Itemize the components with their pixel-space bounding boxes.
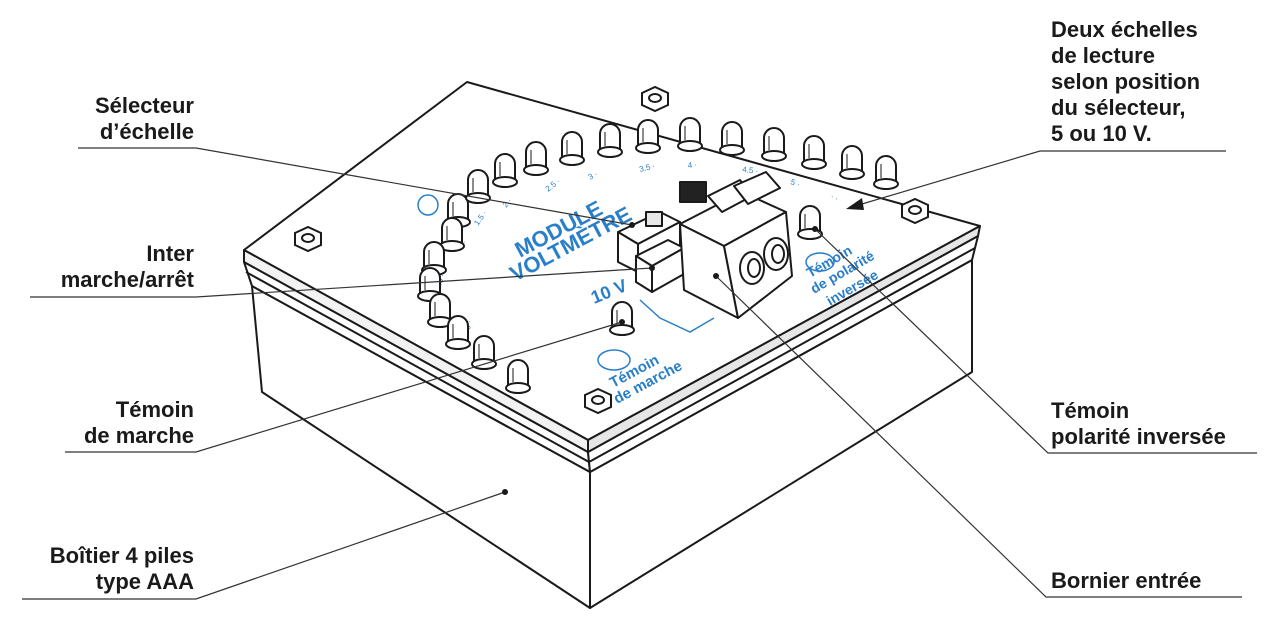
led-3 <box>492 153 518 188</box>
label-temoin-marche-line1: Témoin <box>115 397 194 422</box>
label-selecteur-line2: d’échelle <box>99 119 194 144</box>
leader-inter <box>30 267 653 298</box>
arrow-echelles <box>846 198 864 210</box>
label-boitier: Boîtier 4 piles type AAA <box>50 543 194 595</box>
label-selecteur-line1: Sélecteur <box>94 93 194 118</box>
pcb-board <box>243 81 981 453</box>
leader-selecteur <box>78 147 633 226</box>
dot-boitier <box>502 489 508 495</box>
led-12 <box>839 145 865 180</box>
polarity-led-ring <box>805 252 835 272</box>
label-temoin-marche: Témoin de marche <box>84 397 194 449</box>
corner-nuts <box>294 85 929 415</box>
led-14 <box>439 217 465 252</box>
svg-text:3 ·: 3 · <box>587 169 599 181</box>
dot-selecteur <box>629 222 635 228</box>
terminal-screw-3 <box>733 171 781 205</box>
nut-right <box>901 197 929 225</box>
leader-temoin-polarite <box>814 228 1257 454</box>
label-echelles-line1: Deux échelles <box>1051 17 1198 42</box>
svg-text:5 ·: 5 · <box>789 177 801 188</box>
label-temoin-polarite: Témoin polarité inversée <box>1051 398 1226 450</box>
leader-bornier <box>715 275 1242 598</box>
polarity-led <box>797 205 823 240</box>
led-11 <box>801 135 827 170</box>
label-bornier-line1: Bornier entrée <box>1051 568 1202 593</box>
label-boitier-line2: type AAA <box>95 569 194 594</box>
dot-temoin-polarite <box>812 226 818 232</box>
label-echelles-line4: du sélecteur, <box>1051 95 1186 120</box>
label-temoin-polarite-line2: polarité inversée <box>1051 424 1226 449</box>
svg-text:3.5 ·: 3.5 · <box>638 161 656 174</box>
label-echelles-line5: 5 ou 10 V. <box>1051 121 1152 146</box>
led-9 <box>719 121 745 156</box>
dot-temoin-marche <box>619 319 625 325</box>
label-boitier-line1: Boîtier 4 piles <box>49 543 194 568</box>
led-4 <box>523 141 549 176</box>
power-led-ring <box>597 349 631 371</box>
led-8 <box>677 117 703 152</box>
dot-bornier <box>713 273 719 279</box>
dot-inter <box>649 265 655 271</box>
power-led <box>609 301 635 336</box>
svg-text:· ·: · · <box>829 192 840 203</box>
label-bornier: Bornier entrée <box>1051 568 1201 594</box>
lid-seam-right <box>588 247 976 463</box>
led-13 <box>873 155 899 190</box>
label-inter-line1: Inter <box>146 241 194 266</box>
label-echelles: Deux échelles de lecture selon position … <box>1051 17 1200 147</box>
label-temoin-polarite-line1: Témoin <box>1051 398 1130 423</box>
logo-circle <box>417 194 439 216</box>
led-20 <box>505 359 531 394</box>
led-18 <box>445 315 471 350</box>
power-switch <box>635 239 685 293</box>
svg-text:4.5 ·: 4.5 · <box>742 165 759 176</box>
led-5 <box>559 131 585 166</box>
led-6 <box>597 123 623 158</box>
input-terminal-block <box>679 171 793 319</box>
leader-boitier <box>22 491 506 600</box>
label-selecteur: Sélecteur d’échelle <box>95 93 194 145</box>
leader-lines <box>22 147 1257 600</box>
led-7 <box>635 119 661 154</box>
label-inter-line2: marche/arrêt <box>60 267 194 292</box>
nut-top <box>641 85 669 113</box>
nut-bottom <box>584 387 612 415</box>
label-inter: Inter marche/arrêt <box>61 241 194 293</box>
label-echelles-line3: selon position <box>1051 69 1201 94</box>
led-10 <box>761 127 787 162</box>
circuit-trace <box>639 299 715 333</box>
svg-text:4 ·: 4 · <box>687 160 697 170</box>
terminal-socket-1-inner <box>747 258 761 278</box>
label-echelles-line2: de lecture <box>1051 43 1155 68</box>
board-edge-right <box>587 225 981 453</box>
terminal-screw-1 <box>679 181 707 203</box>
board-circuit-print <box>417 194 835 371</box>
terminal-socket-2-inner <box>771 244 785 264</box>
lid-seam-left <box>245 271 590 463</box>
leader-echelles <box>851 150 1226 208</box>
nut-left <box>294 225 322 253</box>
leader-dots <box>502 222 818 495</box>
label-temoin-marche-line2: de marche <box>83 423 194 448</box>
leader-temoin-marche <box>65 321 623 453</box>
